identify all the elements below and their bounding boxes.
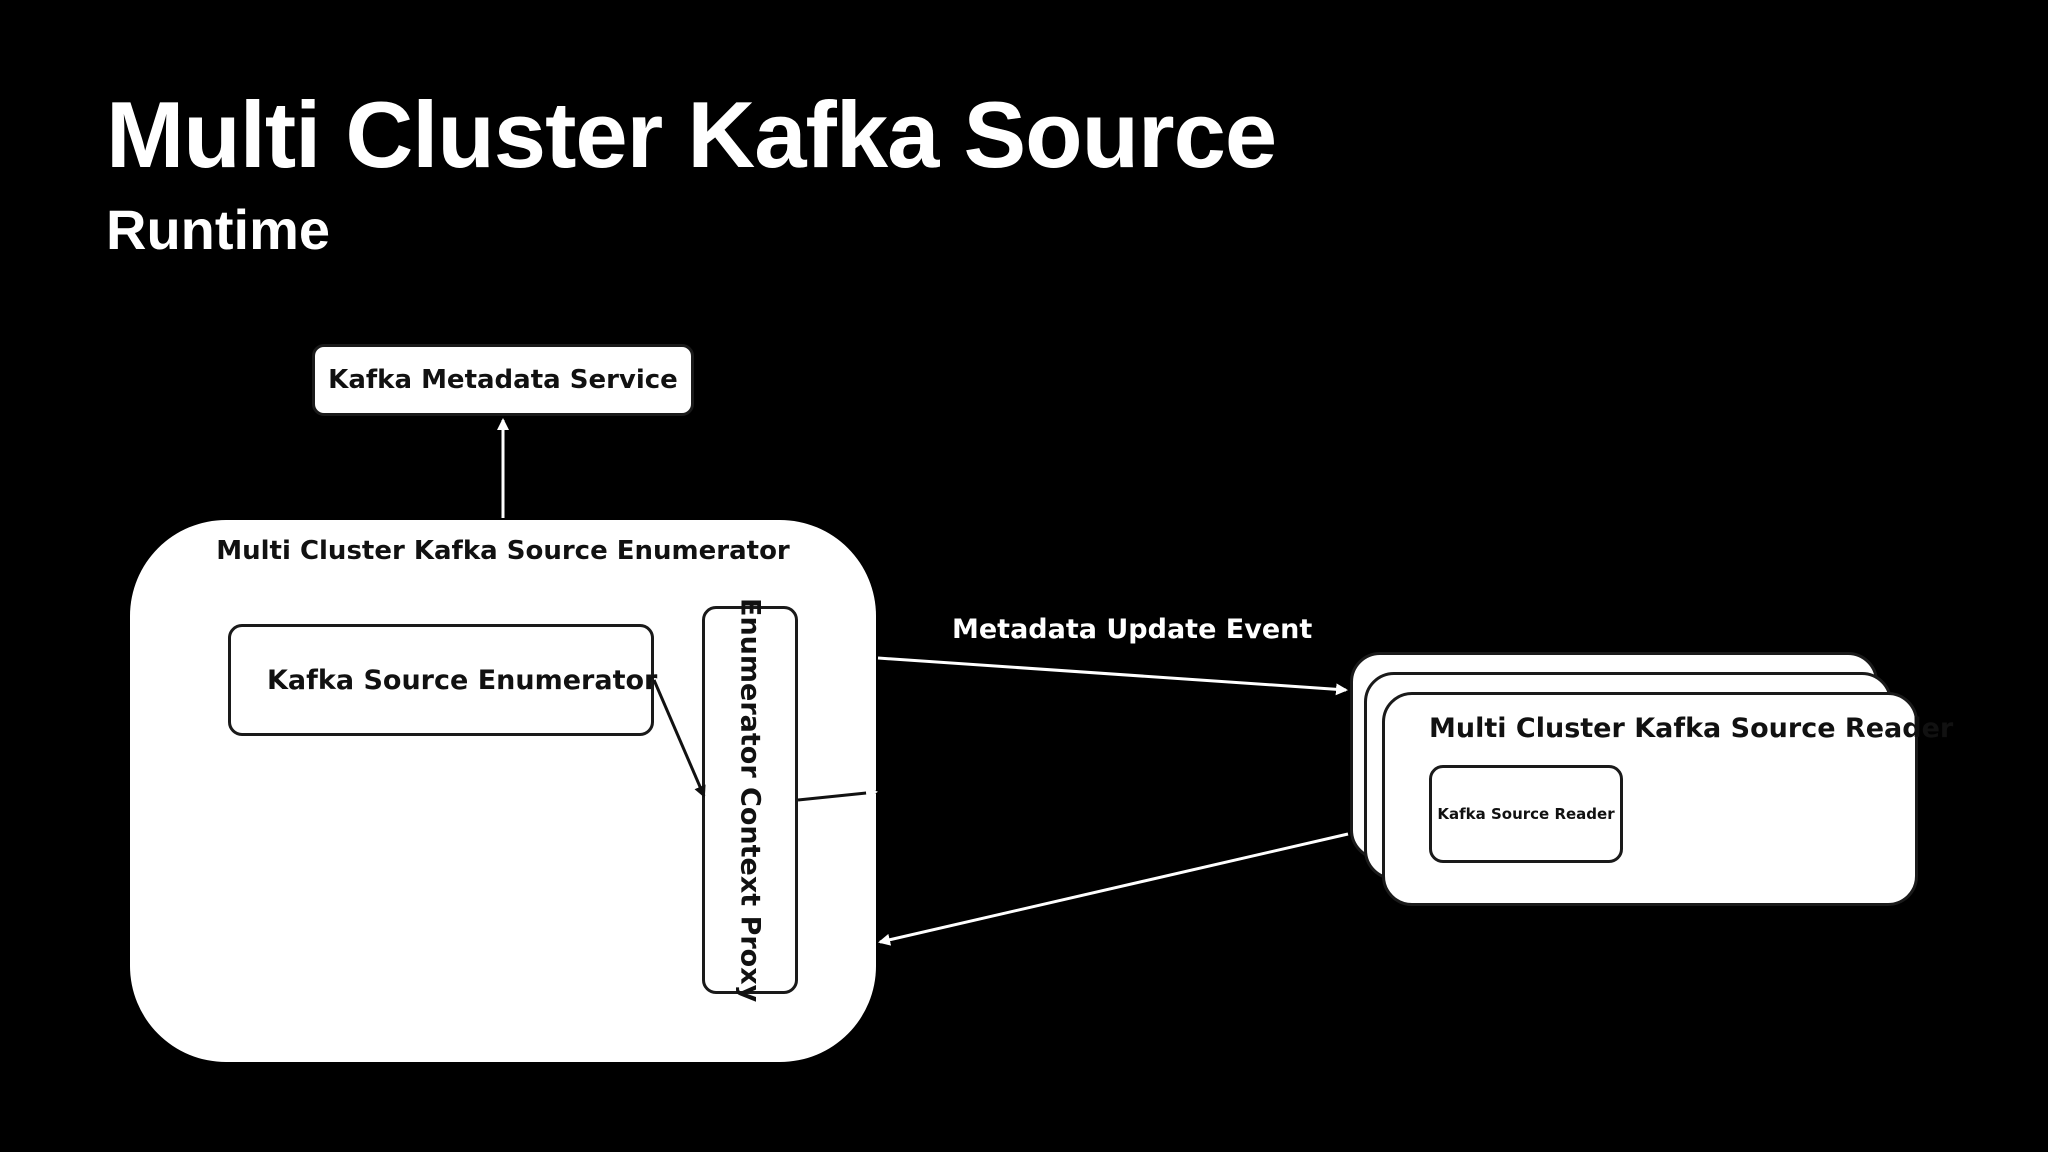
node-label: Multi Cluster Kafka Source Enumerator [216, 536, 790, 566]
node-label: Kafka Source Reader [1437, 805, 1615, 823]
arrow-reader-to-enumerator [878, 832, 1349, 946]
arrow-proxy-to-outside [797, 787, 878, 802]
node-kafka-metadata-service: Kafka Metadata Service [312, 344, 694, 416]
node-label: Enumerator Context Proxy [734, 597, 766, 1003]
arrow-source-enumerator-to-proxy [652, 679, 706, 798]
node-label: Kafka Source Enumerator [267, 664, 658, 696]
slide-title: Multi Cluster Kafka Source [106, 82, 1277, 187]
edge-label-metadata-update: Metadata Update Event [952, 614, 1313, 645]
node-multi-cluster-reader: Multi Cluster Kafka Source Reader Kafka … [1382, 692, 1953, 906]
node-kafka-source-enumerator: Kafka Source Enumerator [228, 624, 658, 736]
node-kafka-source-reader: Kafka Source Reader [1429, 765, 1623, 863]
node-label: Multi Cluster Kafka Source Reader [1429, 713, 1954, 744]
arrow-metadata-update-event [877, 656, 1348, 696]
slide-subtitle: Runtime [106, 198, 330, 261]
node-enumerator-context-proxy: Enumerator Context Proxy [702, 598, 798, 1002]
node-label: Kafka Metadata Service [328, 365, 678, 395]
